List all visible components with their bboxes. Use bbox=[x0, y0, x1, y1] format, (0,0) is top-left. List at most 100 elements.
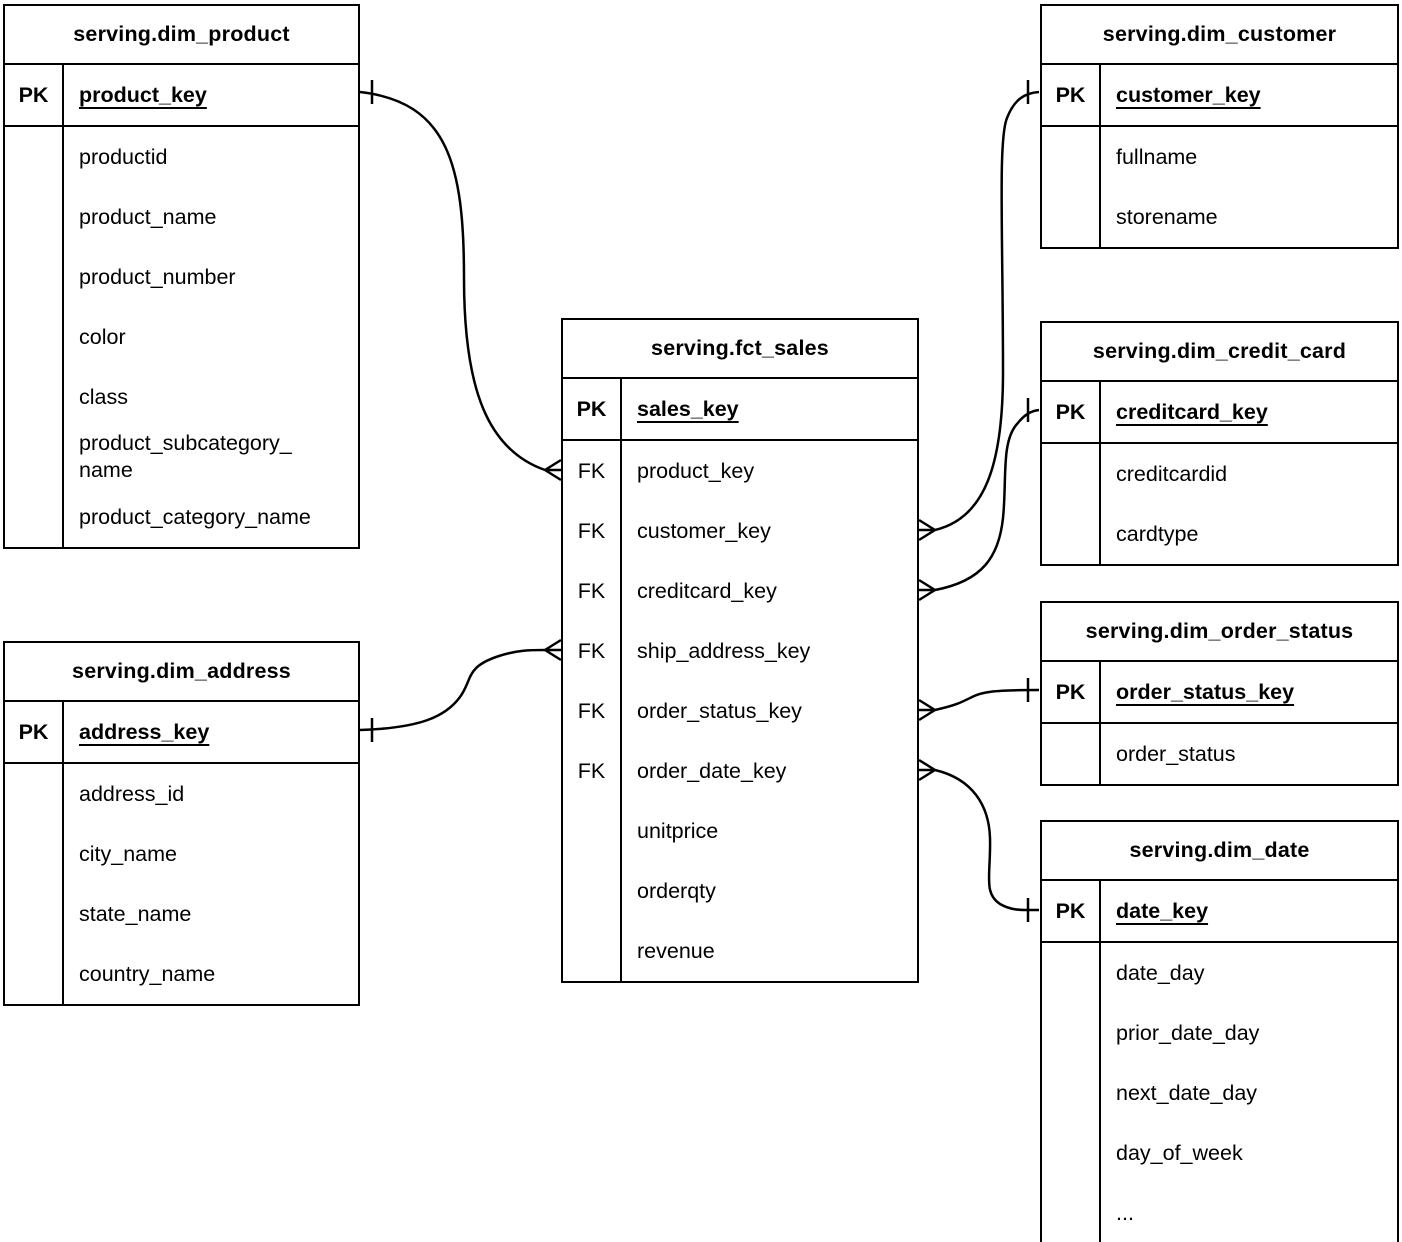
connector-line bbox=[934, 768, 1040, 912]
field-name: unitprice bbox=[637, 818, 719, 843]
key-badge bbox=[563, 861, 622, 921]
table-row: product_name bbox=[5, 187, 358, 247]
field-name: city_name bbox=[79, 841, 177, 866]
key-badge: FK bbox=[563, 621, 622, 681]
field-name: date_day bbox=[1116, 960, 1205, 985]
key-badge bbox=[1042, 127, 1101, 187]
key-badge: FK bbox=[563, 441, 622, 501]
many-crowfoot-icon bbox=[918, 758, 936, 782]
field-name: productid bbox=[79, 144, 168, 169]
connector-dim-address[interactable] bbox=[359, 638, 562, 742]
table-row: FK product_key bbox=[563, 441, 917, 501]
table-row: state_name bbox=[5, 884, 358, 944]
field-name: product_subcategory_ name bbox=[79, 431, 292, 482]
table-row: creditcardid bbox=[1042, 444, 1397, 504]
connector-dim-credit-card[interactable] bbox=[918, 398, 1040, 602]
table-row: city_name bbox=[5, 824, 358, 884]
table-row: storename bbox=[1042, 187, 1397, 247]
field-name: state_name bbox=[79, 901, 192, 926]
key-badge bbox=[5, 247, 64, 307]
table-row: prior_date_day bbox=[1042, 1003, 1397, 1063]
field-name: ship_address_key bbox=[637, 638, 811, 663]
field-name: creditcardid bbox=[1116, 461, 1228, 486]
field-name: ... bbox=[1116, 1200, 1134, 1225]
field-name: product_key bbox=[637, 458, 755, 483]
key-badge bbox=[1042, 1063, 1101, 1123]
pk-field-name: product_key bbox=[79, 82, 207, 107]
field-name: address_id bbox=[79, 781, 185, 806]
field-name: product_category_name bbox=[79, 504, 311, 529]
table-row: product_number bbox=[5, 247, 358, 307]
many-crowfoot-icon bbox=[918, 698, 936, 722]
field-name: storename bbox=[1116, 204, 1218, 229]
many-crowfoot-icon bbox=[544, 638, 562, 662]
field-name: order_status_key bbox=[637, 698, 802, 723]
table-row: ... bbox=[1042, 1183, 1397, 1242]
key-badge bbox=[5, 307, 64, 367]
pk-field-name: sales_key bbox=[637, 396, 739, 421]
connector-dim-date[interactable] bbox=[918, 758, 1040, 922]
key-badge: FK bbox=[563, 681, 622, 741]
connector-dim-customer[interactable] bbox=[918, 80, 1040, 542]
field-name: country_name bbox=[79, 961, 216, 986]
table-title: serving.dim_address bbox=[5, 643, 358, 702]
table-row: order_status bbox=[1042, 724, 1397, 784]
key-badge bbox=[5, 367, 64, 427]
table-row: unitprice bbox=[563, 801, 917, 861]
table-title: serving.dim_product bbox=[5, 6, 358, 65]
field-name: creditcard_key bbox=[637, 578, 777, 603]
key-badge bbox=[563, 801, 622, 861]
field-name: next_date_day bbox=[1116, 1080, 1258, 1105]
pk-row: PK product_key bbox=[5, 65, 358, 127]
table-row: class bbox=[5, 367, 358, 427]
key-badge bbox=[5, 187, 64, 247]
table-row: fullname bbox=[1042, 127, 1397, 187]
table-row: color bbox=[5, 307, 358, 367]
key-badge bbox=[5, 764, 64, 824]
table-title: serving.dim_order_status bbox=[1042, 603, 1397, 662]
table-row: FK order_status_key bbox=[563, 681, 917, 741]
table-title: serving.dim_customer bbox=[1042, 6, 1397, 65]
field-name: product_number bbox=[79, 264, 236, 289]
table-title: serving.dim_date bbox=[1042, 822, 1397, 881]
pk-field-name: order_status_key bbox=[1116, 679, 1295, 704]
connector-line bbox=[934, 688, 1040, 712]
connector-dim-order-status[interactable] bbox=[918, 678, 1040, 722]
pk-badge: PK bbox=[1042, 881, 1101, 941]
connector-line bbox=[359, 90, 546, 472]
connector-line bbox=[934, 90, 1040, 532]
key-badge bbox=[5, 487, 64, 547]
connector-line bbox=[359, 648, 546, 732]
pk-badge: PK bbox=[5, 65, 64, 125]
key-badge bbox=[5, 427, 64, 487]
connector-dim-product[interactable] bbox=[359, 80, 562, 482]
key-badge: FK bbox=[563, 501, 622, 561]
field-name: color bbox=[79, 324, 126, 349]
key-badge bbox=[1042, 1003, 1101, 1063]
many-crowfoot-icon bbox=[918, 518, 936, 542]
pk-badge: PK bbox=[5, 702, 64, 762]
table-row: product_category_name bbox=[5, 487, 358, 547]
key-badge bbox=[5, 944, 64, 1004]
table-title: serving.dim_credit_card bbox=[1042, 323, 1397, 382]
connector-line bbox=[934, 408, 1040, 592]
pk-badge: PK bbox=[1042, 65, 1101, 125]
table-row: revenue bbox=[563, 921, 917, 981]
field-name: orderqty bbox=[637, 878, 716, 903]
key-badge bbox=[563, 921, 622, 981]
